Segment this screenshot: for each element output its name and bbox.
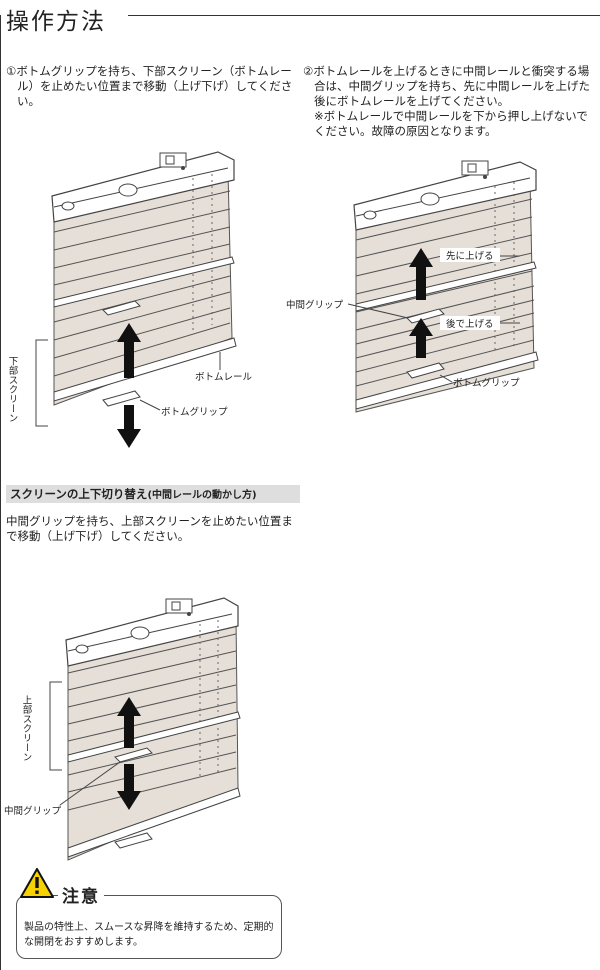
- blind-diagram-2: 先に上げる 後で上げる 中間グリップ ボトムグリップ: [286, 160, 539, 413]
- upper-screen-label: 上部スクリーン: [21, 695, 33, 762]
- bottom-grip-label-2: ボトムグリップ: [453, 377, 520, 389]
- left-border: [0, 15, 1, 970]
- step-2-instruction: ②ボトムレールを上げるときに中間レールと衝突する場合は、中間グリップを持ち、先に…: [303, 64, 599, 139]
- blind-diagram-1: 下部スクリーン ボトムレール ボトムグリップ: [7, 151, 253, 448]
- bottom-rail-label: ボトムレール: [195, 372, 253, 383]
- section-heading-main: スクリーンの上下切り替え: [10, 487, 148, 501]
- lower-screen-label: 下部スクリーン: [7, 356, 19, 423]
- raise-later-label: 後で上げる: [446, 318, 494, 330]
- caution-text: 製品の特性上、スムースな昇降を維持するため、定期的な開閉をおすすめします。: [24, 922, 274, 948]
- section-heading-sub: (中間レールの動かし方): [147, 490, 257, 501]
- step-2-note: ※ボトムレールで中間レールを下から押し上げないでください。故障の原因となります。: [314, 109, 588, 138]
- step-1-number: ①: [6, 64, 17, 78]
- page-title: 操作方法: [6, 9, 106, 35]
- middle-grip-label-3: 中間グリップ: [4, 805, 62, 817]
- raise-first-label: 先に上げる: [446, 250, 494, 262]
- section-text: 中間グリップを持ち、上部スクリーンを止めたい位置まで移動（上げ下げ）してください…: [6, 514, 293, 543]
- title-divider: [128, 15, 600, 16]
- blind-diagram-3: 上部スクリーン 中間グリップ: [4, 597, 241, 861]
- caution-box: [16, 895, 282, 959]
- step-2-number: ②: [303, 64, 314, 78]
- step-2-text: ボトムレールを上げるときに中間レールと衝突する場合は、中間グリップを持ち、先に中…: [313, 64, 590, 108]
- bottom-grip-label: ボトムグリップ: [161, 406, 228, 418]
- step-1-instruction: ①ボトムグリップを持ち、下部スクリーン（ボトムレール）を止めたい位置まで移動（上…: [6, 64, 296, 109]
- caution-title: 注意: [58, 882, 104, 907]
- section-heading: スクリーンの上下切り替え(中間レールの動かし方): [6, 485, 300, 503]
- warning-icon: [20, 868, 54, 898]
- middle-grip-label-2: 中間グリップ: [286, 299, 344, 311]
- step-1-text: ボトムグリップを持ち、下部スクリーン（ボトムレール）を止めたい位置まで移動（上げ…: [16, 64, 293, 108]
